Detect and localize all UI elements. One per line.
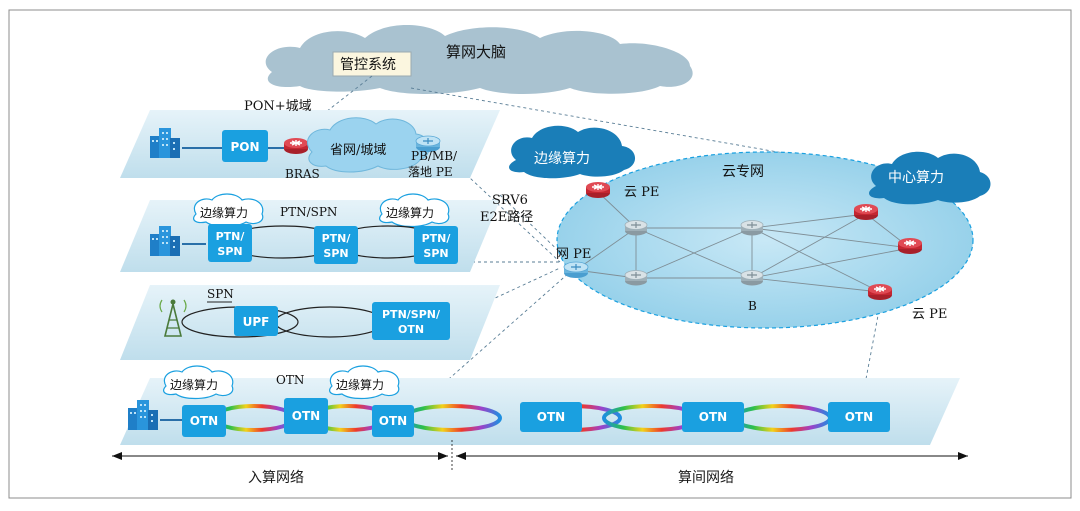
inter-otn-box-1 — [520, 402, 582, 432]
pon-label: PON — [230, 140, 259, 154]
pe-label-2: 落地 PE — [408, 165, 453, 179]
otn-box-3-label: OTN — [379, 414, 407, 428]
inter-otn-box-2 — [682, 402, 744, 432]
core-router-icon — [624, 269, 648, 287]
layer4-label: OTN — [276, 373, 304, 387]
layer2-edge-label-2: 边缘算力 — [386, 205, 434, 220]
layer2-label: PTN/SPN — [280, 205, 337, 219]
outer-frame — [8, 9, 1072, 499]
upf-box — [234, 306, 278, 336]
layer4-edge-label-1: 边缘算力 — [170, 377, 218, 392]
cloud-net-title: 云专网 — [722, 164, 764, 180]
bottom-axis — [112, 440, 968, 472]
antenna-icon — [159, 299, 187, 337]
ptn-box-3-l1: PTN/ — [422, 232, 452, 245]
otn-box-3 — [372, 405, 414, 437]
net-pe-label: 网 PE — [556, 247, 591, 262]
edge-cloud-4 — [329, 365, 400, 400]
ptn-box-2-l2: SPN — [323, 247, 348, 260]
ptn-box-3-l2: SPN — [423, 247, 448, 260]
layer1-label: PON+城域 — [244, 99, 312, 114]
core-router-b-icon — [740, 269, 764, 287]
ptn-spn-otn-l1: PTN/SPN/ — [382, 308, 441, 321]
core-router-icon — [624, 219, 648, 237]
mesh-links — [575, 191, 911, 293]
brain-cloud — [265, 25, 693, 94]
ptn-box-1 — [208, 224, 252, 262]
control-system-box — [332, 51, 412, 77]
edge-compute-cloud — [509, 125, 636, 179]
edge-cloud-2 — [379, 193, 450, 228]
center-router-icon — [897, 237, 923, 255]
ptn-spn-otn-l2: OTN — [398, 323, 424, 336]
inter-otn-2-label: OTN — [699, 410, 727, 424]
inter-compute-network-label: 算间网络 — [678, 470, 734, 486]
pon-box — [222, 130, 268, 162]
layer2-edge-label-1: 边缘算力 — [200, 205, 248, 220]
otn-box-2 — [284, 398, 328, 434]
ptn-spn-otn-box — [372, 302, 450, 340]
otn-box-1 — [182, 405, 226, 437]
inter-otn-1-label: OTN — [537, 410, 565, 424]
edge-cloud-3 — [163, 365, 234, 400]
cloud-pe-router-bottom — [867, 283, 893, 301]
net-pe-router-icon — [563, 261, 589, 279]
access-network-label: 入算网络 — [248, 470, 304, 486]
layer4-edge-label-2: 边缘算力 — [336, 377, 384, 392]
srv6-label-1: SRV6 — [492, 193, 528, 208]
bras-label: BRAS — [285, 167, 320, 181]
province-cloud-label: 省网/城域 — [330, 143, 386, 158]
core-router-icon — [740, 219, 764, 237]
node-b-label: B — [748, 299, 757, 313]
cloud-pe-label-bottom: 云 PE — [912, 307, 947, 322]
control-system-label: 管控系统 — [340, 57, 396, 73]
srv6-label-2: E2E路径 — [480, 209, 533, 225]
ptn-box-1-l2: SPN — [217, 245, 242, 258]
bras-router-icon — [283, 137, 309, 155]
inter-otn-3-label: OTN — [845, 410, 873, 424]
inter-otn-box-3 — [828, 402, 890, 432]
ptn-box-2-l1: PTN/ — [322, 232, 352, 245]
edge-cloud-1 — [193, 193, 264, 228]
ptn-box-3 — [414, 226, 458, 264]
otn-box-1-label: OTN — [190, 414, 218, 428]
pe-label-1: PB/MB/ — [411, 149, 458, 163]
center-compute-cloud — [869, 151, 991, 205]
ptn-box-1-l1: PTN/ — [216, 230, 246, 243]
cloud-pe-label-top: 云 PE — [624, 185, 659, 200]
cloud-private-network — [556, 151, 974, 329]
brain-title: 算网大脑 — [446, 43, 506, 61]
edge-compute-label: 边缘算力 — [534, 151, 590, 167]
layer3-label: SPN — [207, 287, 234, 301]
ptn-box-2 — [314, 226, 358, 264]
otn-box-2-label: OTN — [292, 409, 320, 423]
center-compute-label: 中心算力 — [888, 170, 944, 186]
cloud-pe-router-top — [585, 181, 611, 199]
upf-label: UPF — [243, 315, 270, 329]
center-router-icon — [853, 203, 879, 221]
